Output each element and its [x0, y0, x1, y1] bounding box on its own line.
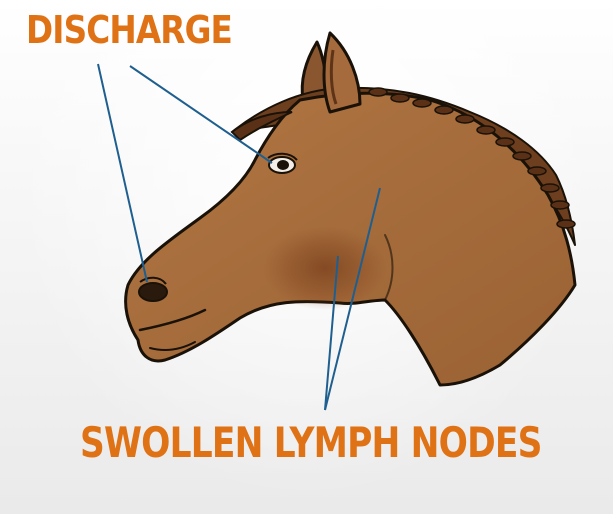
- pointer-discharge-nostril: [98, 64, 147, 282]
- pointer-discharge-eye: [130, 66, 272, 163]
- swollen-lymph-nodes-label: SWOLLEN LYMPH NODES: [80, 418, 542, 467]
- near-ear: [324, 33, 360, 112]
- discharge-label: DISCHARGE: [26, 8, 232, 52]
